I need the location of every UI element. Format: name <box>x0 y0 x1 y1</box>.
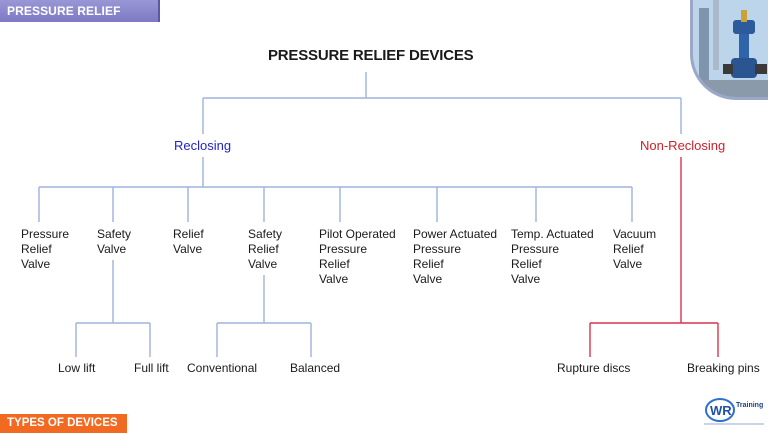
relief-valve-label: Relief Valve <box>173 227 204 256</box>
conventional-label: Conventional <box>187 361 258 375</box>
reclosing-label: Reclosing <box>174 138 232 153</box>
low-lift-label: Low lift <box>58 361 96 375</box>
rupture-discs-label: Rupture discs <box>557 361 631 375</box>
vacuum-relief-valve-label: Vacuum Relief Valve <box>613 227 657 271</box>
breaking-pins-label: Breaking pins <box>687 361 760 375</box>
safety-relief-valve-label: Safety Relief Valve <box>248 227 283 271</box>
footer-tab: TYPES OF DEVICES <box>0 414 127 433</box>
balanced-label: Balanced <box>290 361 341 375</box>
power-actuated-prv-label: Power Actuated Pressure Relief Valve <box>413 227 498 286</box>
non-reclosing-label: Non-Reclosing <box>640 138 726 153</box>
temp-actuated-prv-label: Temp. Actuated Pressure Relief Valve <box>511 227 594 286</box>
pressure-relief-valve-label: Pressure Relief Valve <box>21 227 70 271</box>
header-tab: PRESSURE RELIEF VALVES <box>0 0 160 40</box>
wr-training-logo: WR Training <box>700 397 768 427</box>
logo-word: Training <box>736 402 763 409</box>
valve-photo <box>690 0 768 100</box>
full-lift-label: Full lift <box>134 361 169 375</box>
pilot-operated-prv-label: Pilot Operated Pressure Relief Valve <box>319 227 396 286</box>
safety-valve-label: Safety Valve <box>97 227 132 256</box>
logo-brand: WR <box>710 403 732 418</box>
diagram-title: PRESSURE RELIEF DEVICES <box>268 47 474 64</box>
